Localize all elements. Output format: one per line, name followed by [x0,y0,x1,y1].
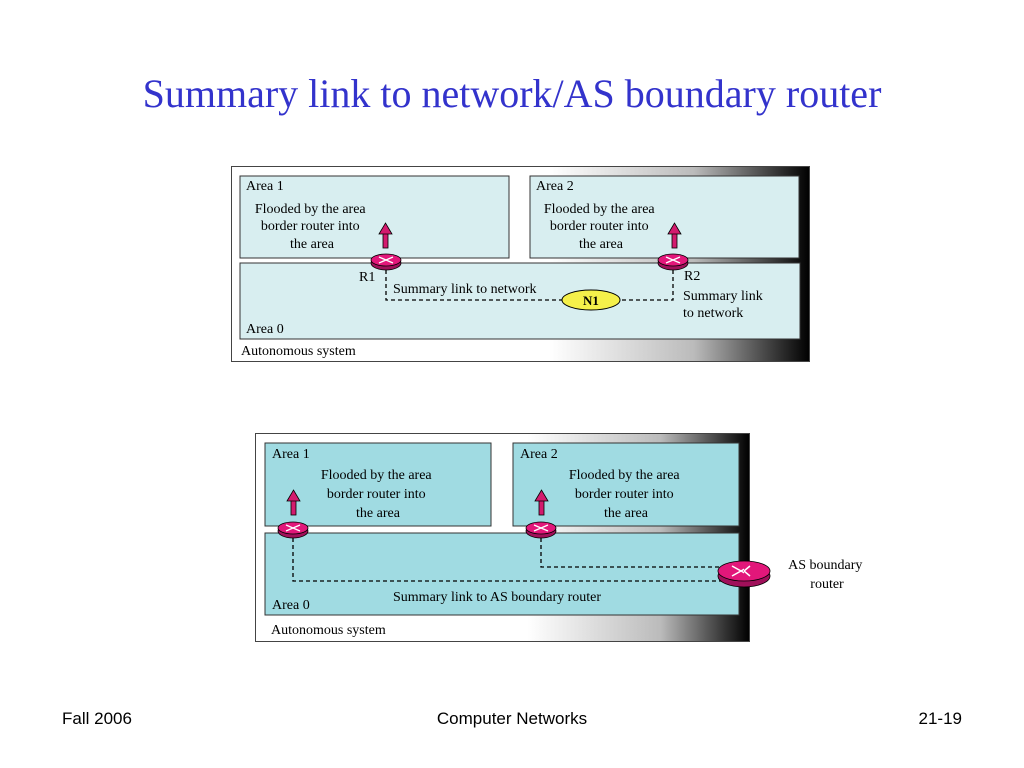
summary-link-asbr-diagram: Area 1 Area 2 Area 0 Autonomous system F… [255,433,750,642]
summary-link-line [619,263,674,301]
as-boundary-router-label: AS boundary router [788,558,866,592]
summary-link-label: Summary link to network [393,282,537,297]
as-boundary-router-overflow [744,560,771,588]
area-1-note: Flooded by the area border router into t… [321,468,435,521]
area-2-box [529,175,800,259]
area-2-box [512,442,740,527]
area-0-label: Area 0 [272,598,310,613]
area-1-label: Area 1 [272,447,310,462]
summary-link-line [385,263,563,301]
router-icon [657,253,689,271]
footer-page-number: 21-19 [918,709,962,728]
footer-semester: Fall 2006 [62,709,132,728]
area-1-box [239,175,510,259]
summary-link-network-diagram: Area 1 Area 2 Area 0 Autonomous system F… [231,166,810,362]
area-2-label: Area 2 [520,447,558,462]
flood-arrow-icon [378,222,393,249]
area-0-box [239,262,801,340]
router-label: R2 [684,269,700,284]
flood-arrow-icon [286,489,301,516]
area-2-label: Area 2 [536,179,574,194]
summary-link-line [540,531,725,568]
flood-arrow-icon [667,222,682,249]
area-1-note: Flooded by the area border router into t… [255,202,369,252]
area-1-box [264,442,492,527]
router-icon [525,521,557,539]
footer-course: Computer Networks [436,709,588,728]
network-label: N1 [583,293,599,308]
flood-arrow-icon [534,489,549,516]
router-icon [370,253,402,271]
summary-link-line [292,531,730,582]
area-2-note: Flooded by the area border router into t… [569,468,683,521]
autonomous-system-label: Autonomous system [241,344,356,359]
area-1-label: Area 1 [246,179,284,194]
area-2-note: Flooded by the area border router into t… [544,202,658,252]
slide-title: Summary link to network/AS boundary rout… [142,71,882,116]
router-icon [277,521,309,539]
network-n1 [561,289,621,311]
area-0-box [264,532,740,616]
router-label: R1 [359,270,375,285]
autonomous-system-label: Autonomous system [271,623,386,638]
summary-link-label: Summary link to network [683,289,766,321]
summary-link-label: Summary link to AS boundary router [393,590,601,605]
area-0-label: Area 0 [246,322,284,337]
